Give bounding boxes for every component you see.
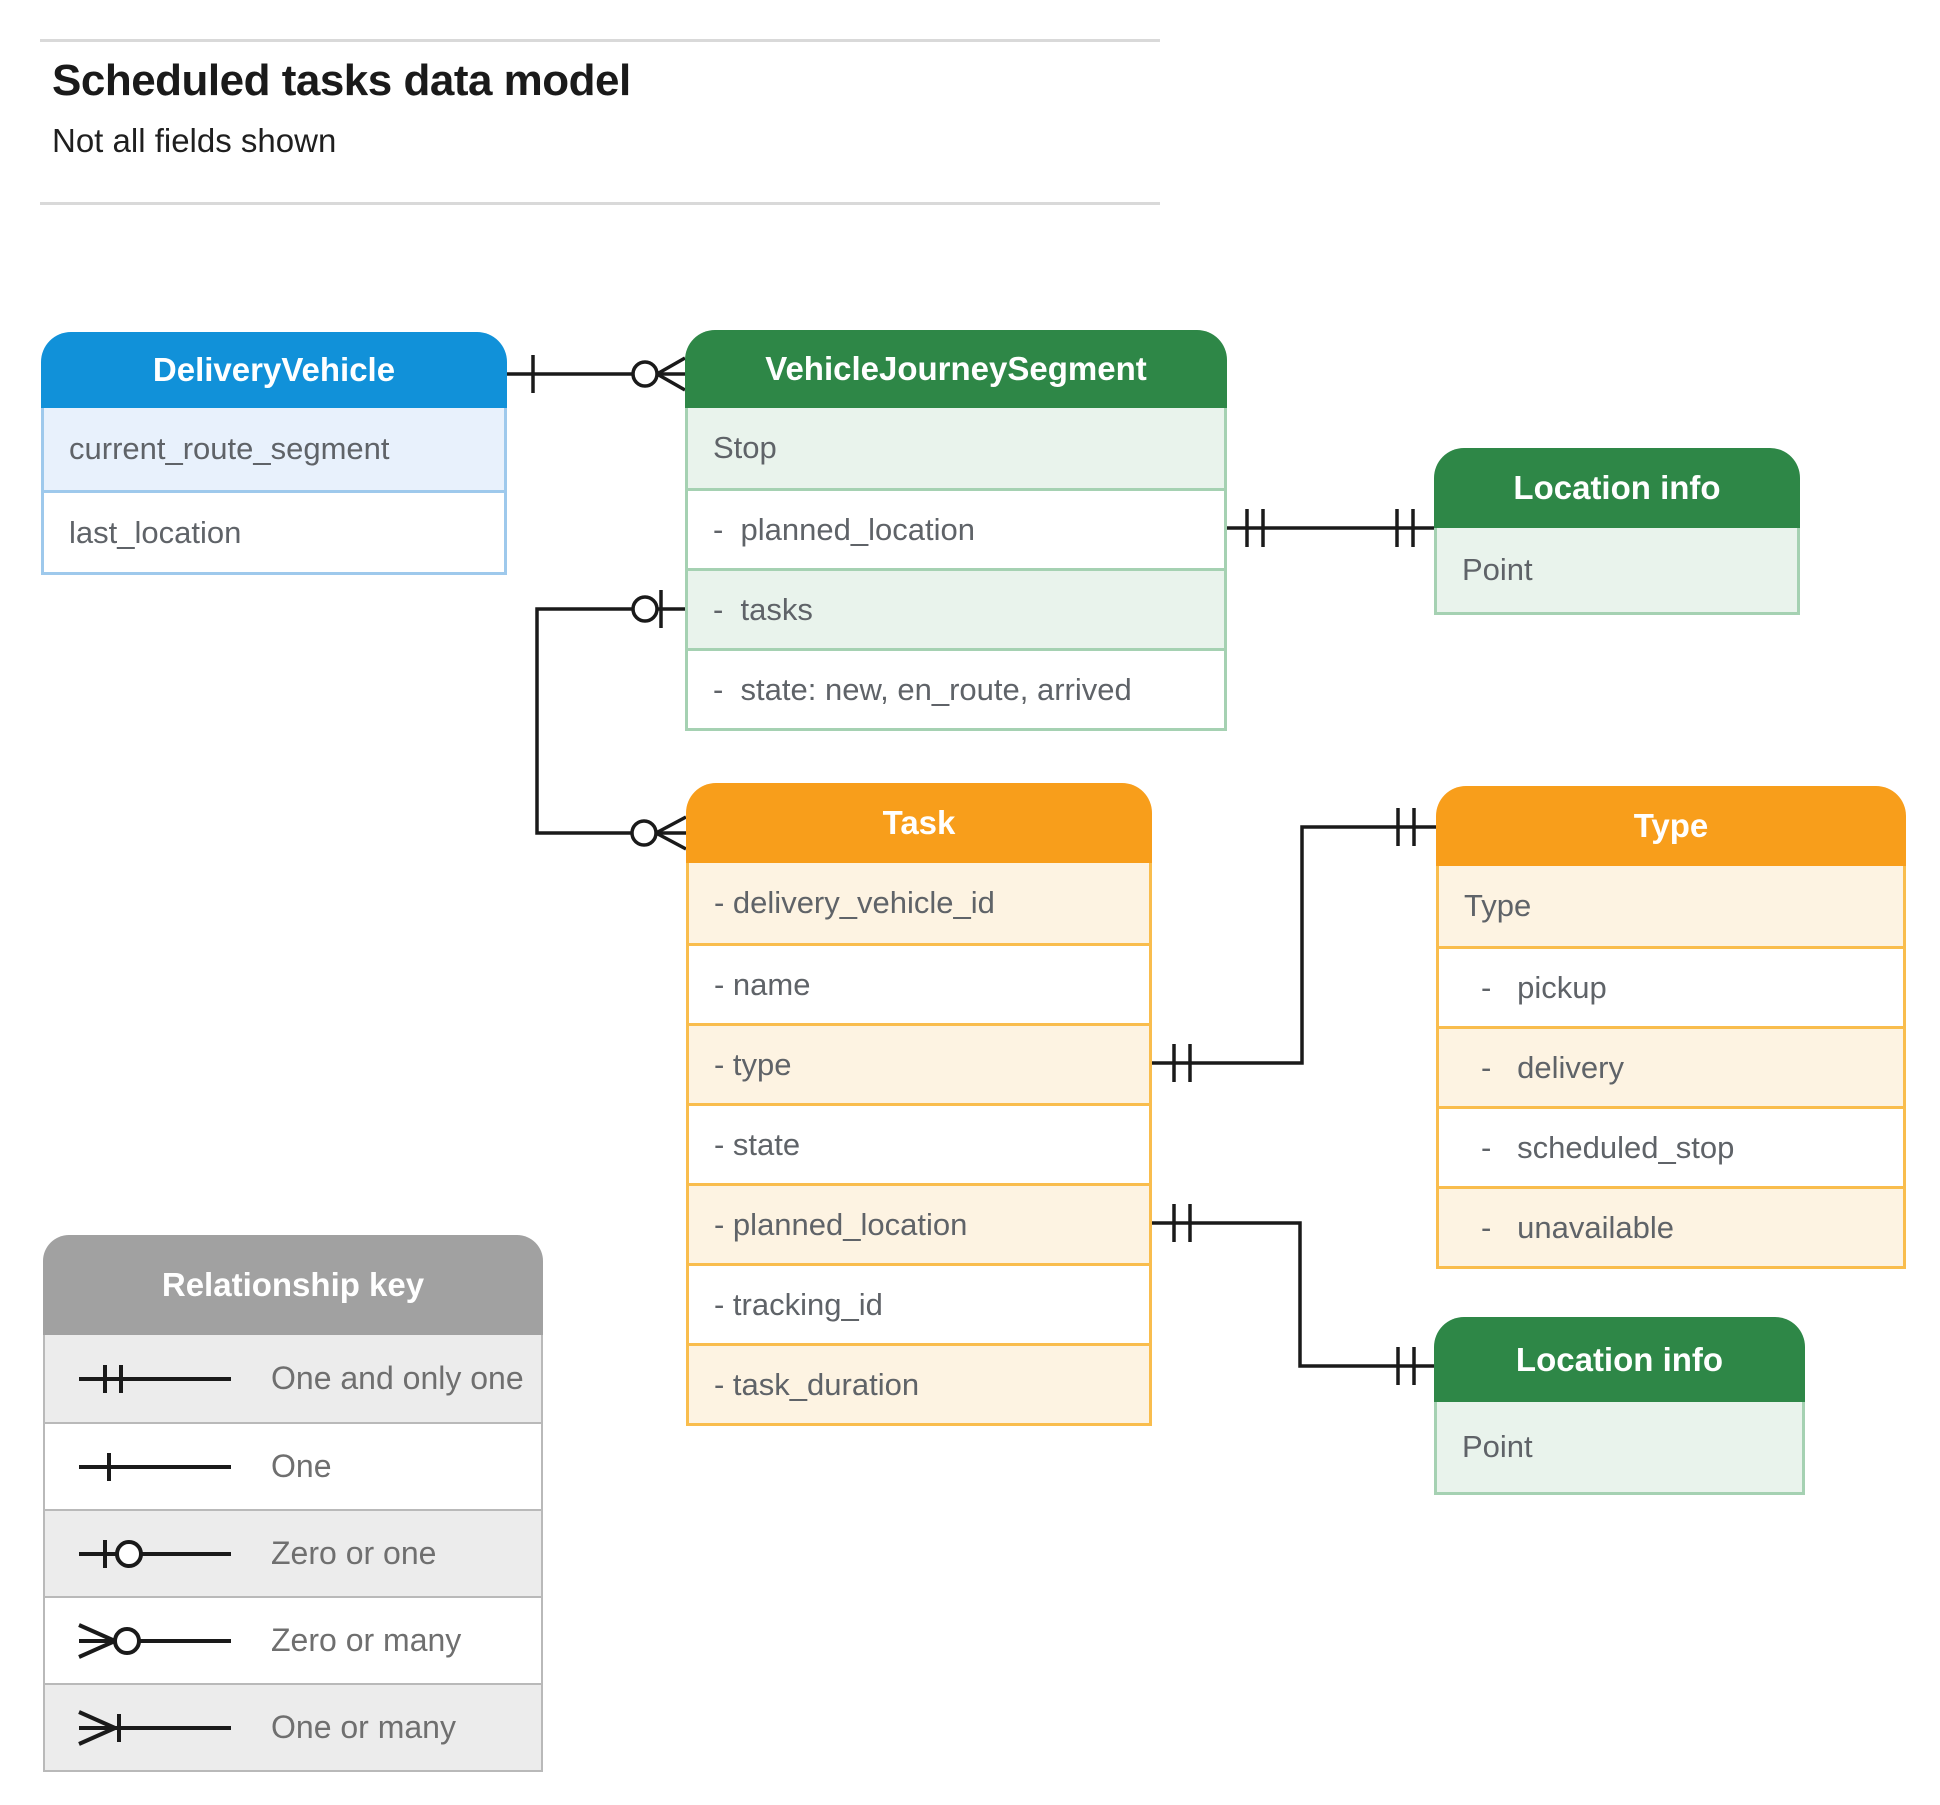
page-subtitle: Not all fields shown: [52, 122, 337, 159]
entity-type: Type Type - pickup - delivery - schedule…: [1436, 786, 1906, 1269]
one-or-many-icon: [78, 1709, 231, 1746]
legend-label: One: [271, 1448, 332, 1484]
field-name: - name: [689, 943, 1149, 1023]
field-type: - type: [689, 1023, 1149, 1103]
relationship-task-type: [1152, 808, 1436, 1082]
enum-scheduled-stop: - scheduled_stop: [1439, 1106, 1903, 1186]
zero-circle: [631, 360, 659, 388]
field-planned-location: - planned_location: [688, 488, 1224, 568]
legend-item-zero-or-one: Zero or one: [45, 1509, 541, 1596]
title-divider: [40, 202, 1160, 205]
field-type: Type: [1439, 866, 1903, 946]
enum-pickup: - pickup: [1439, 946, 1903, 1026]
crow-foot: [656, 356, 686, 392]
entity-header: VehicleJourneySegment: [685, 330, 1227, 408]
entity-delivery-vehicle: DeliveryVehicle current_route_segment la…: [41, 332, 507, 575]
legend-item-one: One: [45, 1422, 541, 1509]
page-title: Scheduled tasks data model: [52, 56, 631, 105]
field-last-location: last_location: [44, 490, 504, 572]
zero-circle: [630, 819, 658, 847]
entity-location-info-bottom: Location info Point: [1434, 1317, 1805, 1495]
zero-or-one-icon: [79, 1539, 231, 1568]
relationship-task-locationinfo: [1152, 1204, 1434, 1385]
legend-label: Zero or many: [271, 1622, 462, 1658]
legend-label: One or many: [271, 1709, 456, 1745]
field-planned-location: - planned_location: [689, 1183, 1149, 1263]
one-and-only-one-icon: [79, 1364, 231, 1393]
field-point: Point: [1437, 1402, 1802, 1492]
entity-header: Task: [686, 783, 1152, 863]
top-divider: [40, 39, 1160, 42]
zero-or-many-icon: [78, 1622, 231, 1659]
enum-delivery: - delivery: [1439, 1026, 1903, 1106]
entity-vehicle-journey-segment: VehicleJourneySegment Stop - planned_loc…: [685, 330, 1227, 731]
relationship-deliveryvehicle-vehiclejourneysegment: [507, 355, 686, 393]
relationship-vjs-locationinfo: [1227, 509, 1434, 547]
entity-header: Location info: [1434, 448, 1800, 528]
field-state: - state: [689, 1103, 1149, 1183]
legend-label: One and only one: [271, 1360, 524, 1396]
field-state: - state: new, en_route, arrived: [688, 648, 1224, 728]
crow-foot: [655, 815, 687, 851]
legend-item-one-or-many: One or many: [45, 1683, 541, 1770]
enum-unavailable: - unavailable: [1439, 1186, 1903, 1266]
entity-header: DeliveryVehicle: [41, 332, 507, 408]
entity-header: Type: [1436, 786, 1906, 866]
field-tasks: - tasks: [688, 568, 1224, 648]
entity-task: Task - delivery_vehicle_id - name - type…: [686, 783, 1152, 1426]
legend-item-one-and-only-one: One and only one: [45, 1335, 541, 1422]
relationship-vjs-task: [535, 590, 687, 851]
field-point: Point: [1437, 528, 1797, 612]
zero-circle: [631, 595, 659, 623]
legend-label: Zero or one: [271, 1535, 437, 1571]
field-delivery-vehicle-id: - delivery_vehicle_id: [689, 863, 1149, 943]
entity-header: Location info: [1434, 1317, 1805, 1402]
relationship-key: Relationship key One and only one One: [43, 1235, 543, 1772]
field-task-duration: - task_duration: [689, 1343, 1149, 1423]
field-current-route-segment: current_route_segment: [44, 408, 504, 490]
legend-header: Relationship key: [43, 1235, 543, 1335]
entity-location-info-top: Location info Point: [1434, 448, 1800, 615]
legend-item-zero-or-many: Zero or many: [45, 1596, 541, 1683]
field-stop: Stop: [688, 408, 1224, 488]
one-icon: [79, 1452, 231, 1481]
field-tracking-id: - tracking_id: [689, 1263, 1149, 1343]
